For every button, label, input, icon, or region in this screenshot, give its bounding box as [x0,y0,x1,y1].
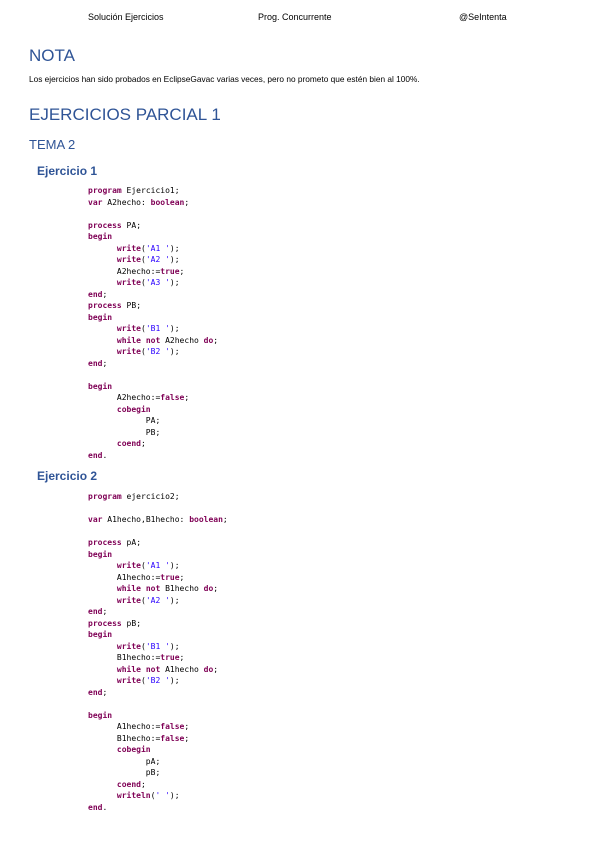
code-line: program Ejercicio1; [88,186,180,195]
code-line: process PB; [88,301,142,310]
nota-heading: NOTA [29,46,75,65]
code-line: begin [88,710,113,720]
ejercicio2-code-block: program ejercicio2; var A1hecho,B1hecho: … [88,491,228,813]
header-right: @SeIntenta [459,12,507,22]
code-line: pB; [145,768,161,777]
code-line: write('A2 '); [116,595,180,605]
code-line: var A1hecho,B1hecho: boolean; [88,515,228,524]
code-line [88,369,218,381]
code-line: end; [88,289,108,299]
code-line: begin [88,381,113,391]
code-line: pA; [145,756,161,766]
code-line: process pB; [88,618,142,628]
code-line: write('A1 '); [116,561,180,570]
code-line: coend; [116,779,146,789]
code-line: while not A1hecho do; [116,664,219,674]
code-line [88,698,228,710]
code-line: begin [88,232,113,241]
code-line: A1hecho:=true; [116,572,185,582]
code-line: while not A2hecho do; [116,335,219,345]
nota-paragraph: Los ejercicios han sido probados en Ecli… [29,74,420,84]
code-line: end; [88,607,108,616]
ejercicio1-heading: Ejercicio 1 [37,164,98,178]
code-line: while not B1hecho do; [116,584,219,593]
code-line: coend; [116,439,146,448]
ejercicio1-code-block: program Ejercicio1; var A2hecho: boolean;… [88,185,218,461]
code-line: B1hecho:=false; [116,733,190,743]
code-line: write('A1 '); [116,243,180,253]
code-line: process pA; [88,538,142,547]
section-heading: EJERCICIOS PARCIAL 1 [29,105,221,124]
code-line [88,503,228,515]
page-header: Solución Ejercicios Prog. Concurrente @S… [0,12,599,26]
code-line: cobegin [116,404,151,414]
code-line: begin [88,630,113,639]
header-center: Prog. Concurrente [258,12,332,22]
ejercicio2-heading: Ejercicio 2 [37,469,98,483]
code-line: end. [88,802,108,812]
code-line: write('B2 '); [116,347,180,356]
code-line: end. [88,450,108,460]
code-line: cobegin [116,745,151,754]
header-left: Solución Ejercicios [88,12,164,22]
code-line: A2hecho:=true; [116,266,185,276]
code-line: write('B1 '); [116,324,180,333]
code-line: program ejercicio2; [88,492,180,501]
code-line: begin [88,312,113,322]
subsection-heading: TEMA 2 [29,137,76,152]
code-line: write('B2 '); [116,676,180,685]
code-line [88,208,218,220]
code-line: B1hecho:=true; [116,653,185,662]
code-line: A2hecho:=false; [116,393,190,402]
code-line: PA; [145,416,161,425]
code-line: write('A3 '); [116,278,180,287]
code-line: end; [88,687,108,697]
code-line: PB; [145,427,161,437]
code-line: end; [88,358,108,368]
code-line: write('B1 '); [116,641,180,651]
code-line: write('A2 '); [116,255,180,264]
code-line: var A2hecho: boolean; [88,197,190,207]
code-line: begin [88,549,113,559]
code-line: A1hecho:=false; [116,722,190,731]
code-line [88,526,228,538]
code-line: process PA; [88,220,142,230]
code-line: writeln(' '); [116,791,180,800]
